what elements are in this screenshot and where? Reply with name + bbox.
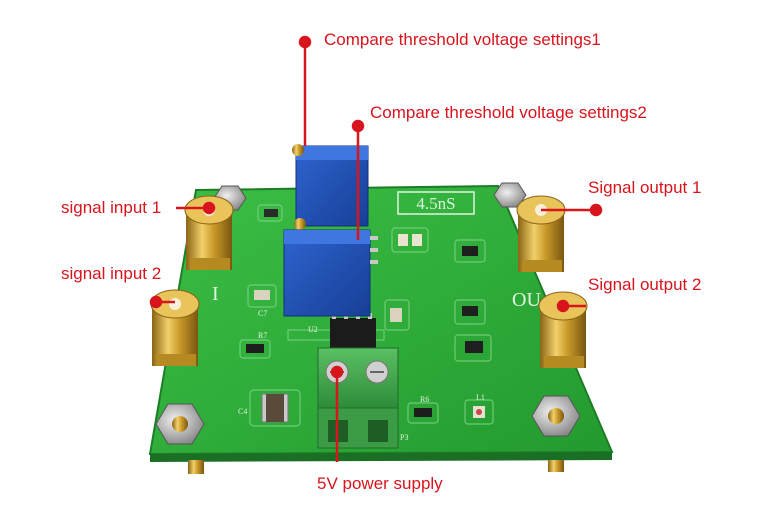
trimpot-threshold-2[interactable] (283, 229, 378, 317)
trimpot-threshold-1[interactable] (292, 144, 369, 230)
ref-c7: C7 (258, 309, 267, 318)
speed-silk-text: 4.5nS (416, 194, 455, 213)
label-signal-output-1: Signal output 1 (588, 178, 702, 197)
out-silk-text: OU (512, 289, 541, 311)
in-silk-text: I (212, 283, 219, 305)
ref-u2: U2 (308, 325, 318, 334)
sma-connector-input-1[interactable] (184, 195, 234, 270)
comparator-ic (330, 313, 376, 348)
speed-silk-box (397, 191, 475, 215)
sma-connector-output-1[interactable] (516, 195, 566, 272)
pcb-board (148, 184, 614, 474)
smd-components (246, 209, 485, 418)
label-threshold-2: Compare threshold voltage settings2 (370, 103, 647, 122)
sma-connector-input-2[interactable] (150, 289, 200, 366)
capacitor-c4 (261, 393, 289, 423)
ref-l1: L1 (476, 393, 485, 402)
label-signal-output-2: Signal output 2 (588, 275, 702, 294)
power-terminal-block[interactable] (317, 347, 399, 449)
ref-p3: P3 (400, 433, 408, 442)
ref-c4: C4 (238, 407, 247, 416)
label-signal-input-1: signal input 1 (61, 198, 162, 217)
annotation-leaders (149, 35, 603, 462)
label-signal-input-2: signal input 2 (61, 264, 162, 283)
ref-r6: R6 (420, 395, 429, 404)
label-threshold-1: Compare threshold voltage settings1 (324, 30, 601, 49)
ref-r7: R7 (258, 331, 267, 340)
label-power-supply: 5V power supply (317, 474, 443, 493)
